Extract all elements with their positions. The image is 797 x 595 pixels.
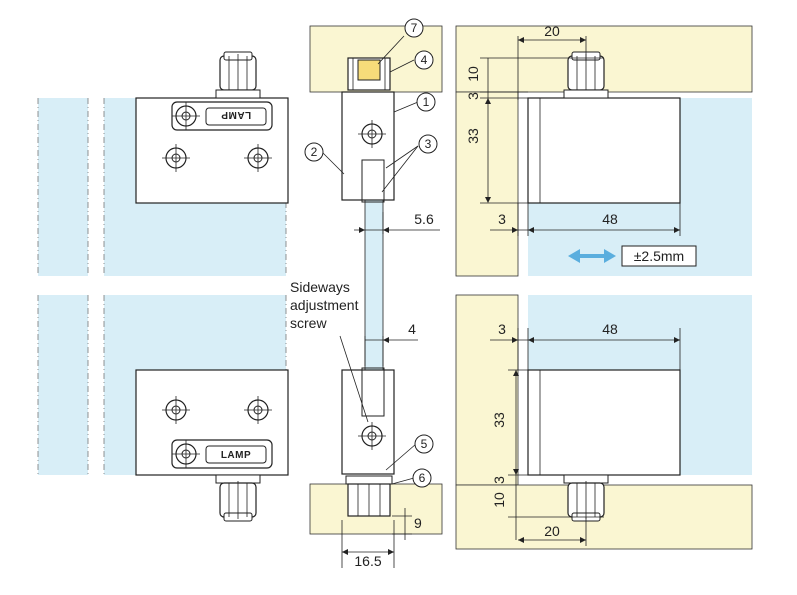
adjustment-range-box (621, 245, 697, 267)
logo-text: LAMP (221, 450, 251, 461)
screw-icon (358, 120, 386, 148)
front-view-bottom: LAMP (37, 295, 289, 522)
screw-icon (172, 440, 200, 468)
screw-icon (162, 396, 190, 424)
frame-side (455, 294, 519, 486)
callout-1: 1 (416, 92, 436, 112)
dim-3-offset-top: 3 (498, 211, 506, 227)
glass-panel (38, 98, 88, 276)
frame-side (455, 91, 519, 277)
plan-view-bottom: 3 48 33 3 10 20 (455, 294, 753, 550)
hinge-body (527, 369, 681, 476)
sideways-label-line2: adjustment (290, 297, 359, 313)
screw-icon (162, 144, 190, 172)
dim-10-bottom: 10 (491, 492, 507, 508)
glass-panel (38, 295, 88, 475)
dim-48-top: 48 (602, 211, 618, 227)
dim-3-bottom: 3 (491, 476, 507, 484)
dim-33-bottom: 33 (491, 412, 507, 428)
callout-3: 3 (418, 134, 438, 154)
front-view-top: LAMP (37, 51, 289, 276)
callout-2: 2 (304, 142, 324, 162)
dim-33-top: 33 (465, 128, 481, 144)
svg-text:1: 1 (423, 95, 430, 109)
pivot-pin-icon (563, 474, 609, 522)
dim-20-bottom: 20 (544, 523, 560, 539)
sideways-label-line1: Sideways (290, 279, 350, 295)
svg-text:4: 4 (421, 53, 428, 67)
pivot-pin-icon (215, 51, 261, 99)
sideways-label-line3: screw (290, 315, 327, 331)
dim-9: 9 (414, 515, 422, 531)
svg-text:3: 3 (425, 137, 432, 151)
side-section-view: 7 4 1 2 3 5 6 5.6 (290, 18, 443, 569)
hinge-body (527, 97, 681, 204)
callout-7: 7 (404, 18, 424, 38)
dim-20-top: 20 (544, 23, 560, 39)
screw-icon (244, 396, 272, 424)
bushing-icon (347, 57, 391, 91)
dim-5-6: 5.6 (414, 211, 434, 227)
callout-6: 6 (412, 468, 432, 488)
double-arrow-icon (568, 249, 616, 263)
dim-3-top: 3 (465, 92, 481, 100)
screw-icon (244, 144, 272, 172)
hinge-block-top (341, 91, 395, 201)
callout-4: 4 (414, 50, 434, 70)
svg-text:5: 5 (421, 437, 428, 451)
dim-48-bottom: 48 (602, 321, 618, 337)
adjustment-range-label: ±2.5mm (634, 248, 684, 264)
svg-text:7: 7 (411, 21, 418, 35)
svg-text:2: 2 (311, 145, 318, 159)
svg-text:6: 6 (419, 471, 426, 485)
plan-view-top: 20 10 3 33 3 48 ±2.5mm (455, 23, 753, 277)
dim-16-5: 16.5 (354, 553, 381, 569)
screw-icon (172, 102, 200, 130)
dim-10-top: 10 (465, 66, 481, 82)
logo-text: LAMP (221, 109, 251, 120)
callout-5: 5 (414, 434, 434, 454)
bushing-icon (345, 475, 393, 517)
pivot-pin-icon (215, 474, 261, 522)
dim-3-offset-bottom: 3 (498, 321, 506, 337)
dim-4: 4 (408, 321, 416, 337)
screw-icon (358, 422, 386, 450)
